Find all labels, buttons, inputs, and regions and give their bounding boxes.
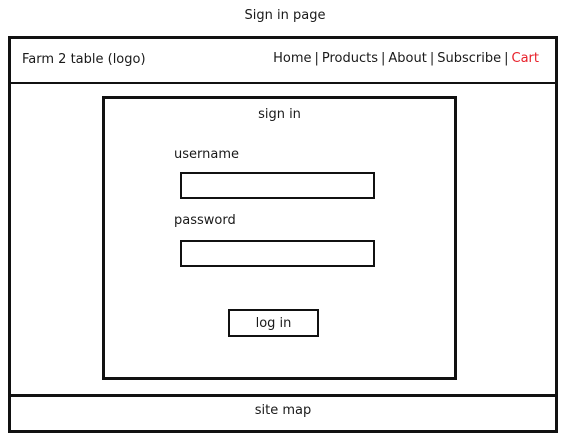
main-nav: Home|Products|About|Subscribe|Cart — [273, 51, 539, 66]
site-logo[interactable]: Farm 2 table (logo) — [22, 52, 146, 67]
nav-products-link[interactable]: Products — [321, 51, 379, 66]
nav-about-link[interactable]: About — [388, 51, 427, 66]
wireframe-frame: Farm 2 table (logo) Home|Products|About|… — [8, 36, 558, 433]
password-field[interactable] — [180, 240, 375, 267]
site-header: Farm 2 table (logo) Home|Products|About|… — [11, 39, 555, 84]
nav-home-link[interactable]: Home — [273, 51, 312, 66]
nav-cart-link[interactable]: Cart — [511, 51, 540, 66]
nav-separator: | — [504, 51, 509, 66]
sign-in-title: sign in — [258, 107, 301, 122]
username-field[interactable] — [180, 172, 375, 199]
nav-separator: | — [314, 51, 319, 66]
sign-in-panel: sign in username password log in — [102, 96, 457, 380]
site-footer: site map — [11, 394, 555, 430]
page-caption: Sign in page — [244, 8, 326, 23]
nav-subscribe-link[interactable]: Subscribe — [437, 51, 502, 66]
nav-separator: | — [429, 51, 435, 66]
site-map-link[interactable]: site map — [254, 403, 312, 418]
log-in-button[interactable]: log in — [228, 309, 319, 337]
password-label: password — [174, 213, 236, 228]
username-label: username — [174, 147, 239, 162]
nav-separator: | — [381, 51, 386, 66]
